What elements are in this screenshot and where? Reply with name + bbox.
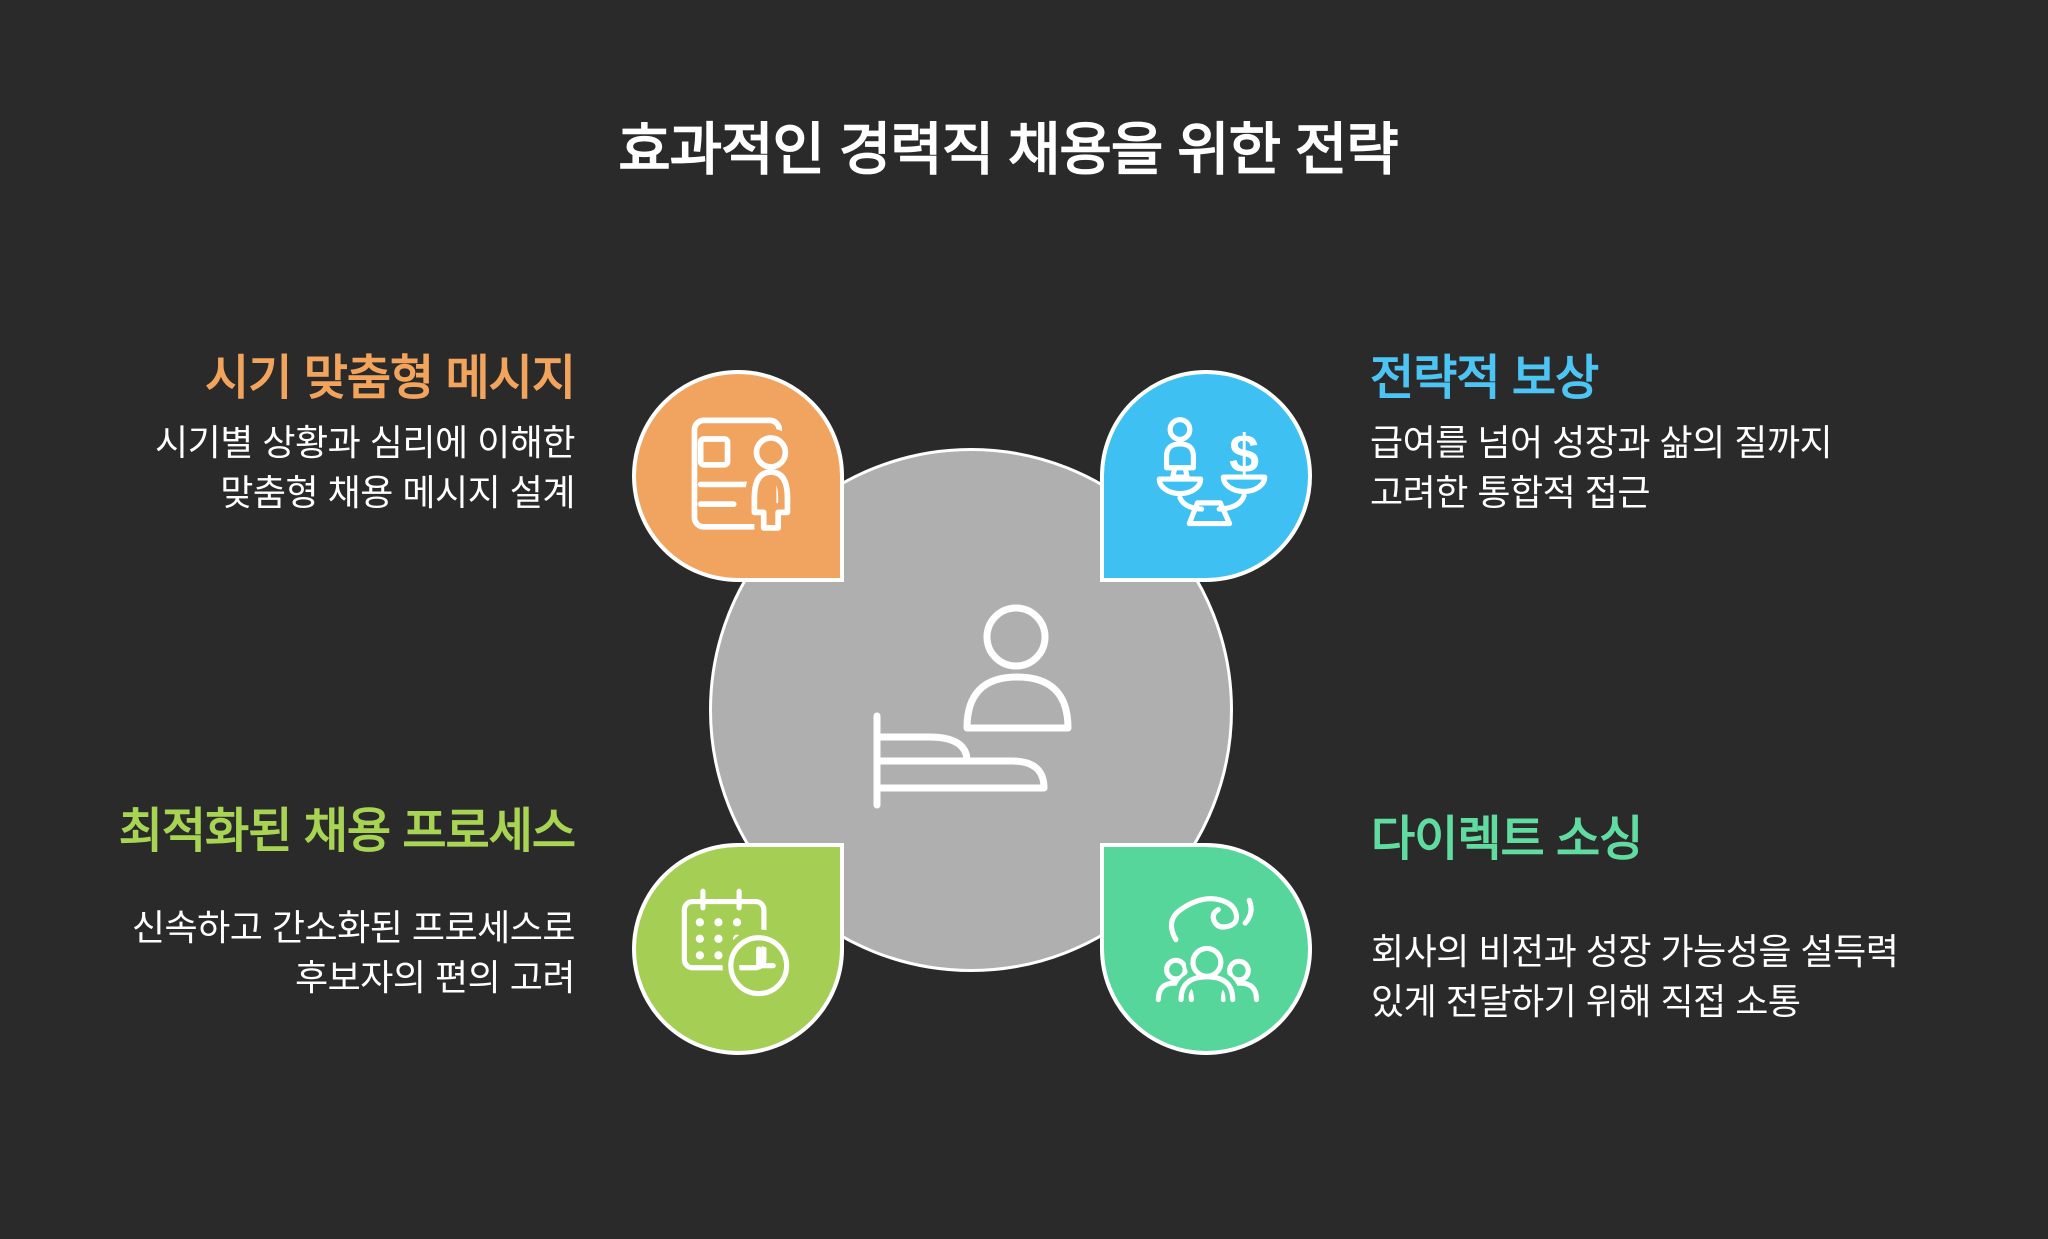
item-heading: 다이렉트 소싱 [1371,813,1643,866]
petal-direct-sourcing [1100,843,1312,1055]
item-description: 회사의 비전과 성장 가능성을 설득력 있게 전달하기 위해 직접 소통 [1371,927,1899,1027]
description-line: 맞춤형 채용 메시지 설계 [220,471,575,513]
item-description: 신속하고 간소화된 프로세스로 후보자의 편의 고려 [119,903,576,1003]
item-description: 급여를 넘어 성장과 삶의 질까지 고려한 통합적 접근 [1370,418,1833,518]
item-heading: 시기 맞춤형 메시지 [205,352,576,405]
item-description: 시기별 상황과 심리에 이해한 맞춤형 채용 메시지 설계 [155,418,575,518]
hand-picking-people-icon [1155,896,1260,1007]
description-line: 신속하고 간소화된 프로세스로 [131,906,576,948]
description-line: 후보자의 편의 고려 [295,956,575,998]
svg-text:$: $ [1229,424,1259,484]
item-direct-sourcing-text: 다이렉트 소싱 회사의 비전과 성장 가능성을 설득력 있게 전달하기 위해 직… [1371,811,1899,1027]
resume-person-icon [691,417,797,532]
calendar-clock-icon [681,888,795,1002]
description-line: 고려한 통합적 접근 [1370,471,1650,513]
slide-title: 효과적인 경력직 채용을 위한 전략 [618,118,1399,182]
description-line: 시기별 상황과 심리에 이해한 [155,421,575,463]
description-line: 있게 전달하기 위해 직접 소통 [1371,980,1801,1022]
petal-timed-message [632,370,844,582]
item-heading: 최적화된 채용 프로세스 [118,805,576,858]
item-timed-message-text: 시기 맞춤형 메시지 시기별 상황과 심리에 이해한 맞춤형 채용 메시지 설계 [155,350,576,518]
petal-optimized-process [632,843,844,1055]
salary-balance-icon: $ [1156,417,1268,527]
description-line: 회사의 비전과 성장 가능성을 설득력 [1371,930,1899,972]
recruited-person-icon [873,604,1072,809]
description-line: 급여를 넘어 성장과 삶의 질까지 [1370,421,1833,463]
item-strategic-compensation-text: 전략적 보상 급여를 넘어 성장과 삶의 질까지 고려한 통합적 접근 [1370,350,1833,518]
petal-strategic-compensation: $ [1100,370,1312,582]
item-heading: 전략적 보상 [1370,352,1599,405]
item-optimized-process-text: 최적화된 채용 프로세스 신속하고 간소화된 프로세스로 후보자의 편의 고려 [118,803,576,1003]
